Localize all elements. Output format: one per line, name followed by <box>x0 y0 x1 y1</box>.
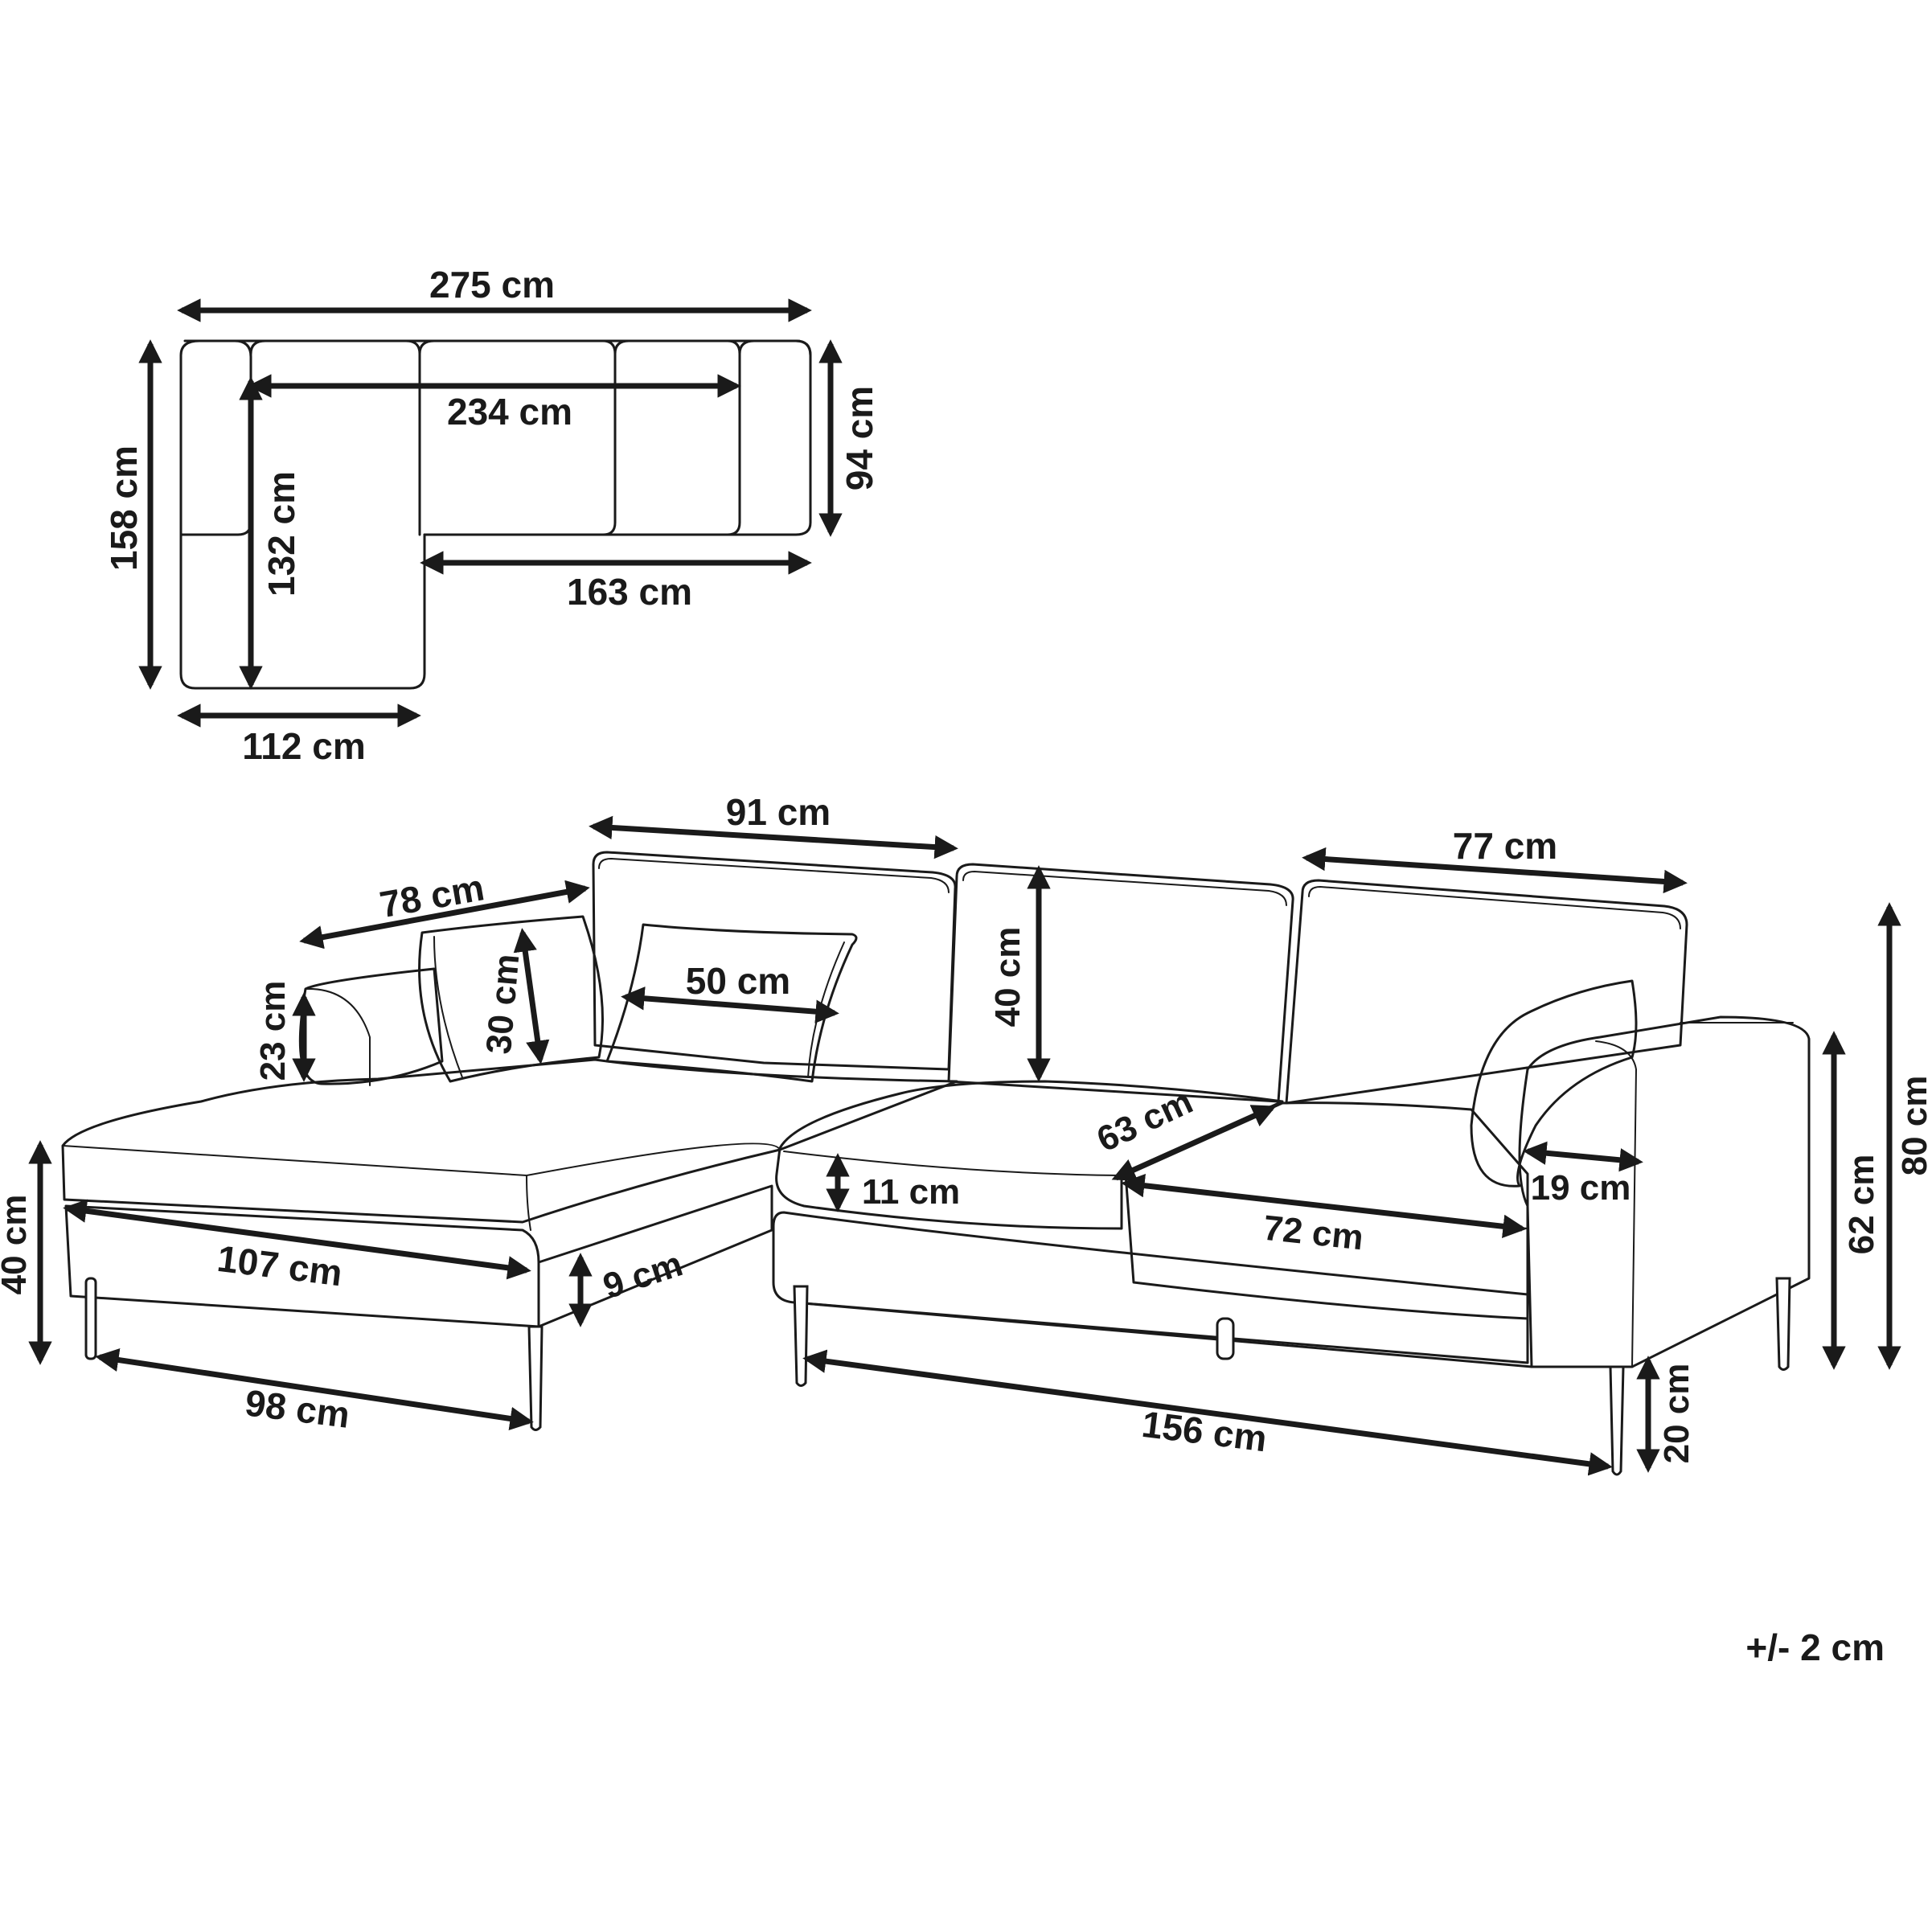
top-view-right-arm <box>738 339 812 357</box>
back-cushion-middle <box>947 863 1294 1103</box>
sofa-base-bottom <box>793 1301 1618 1368</box>
label-sofa-leg-span: 156 cm <box>1139 1403 1269 1460</box>
sofa-leg-center <box>1216 1317 1235 1360</box>
sofa-leg-front-left <box>793 1285 809 1387</box>
label-overall-depth: 158 cm <box>103 445 145 571</box>
sofa-leg-front-right <box>1609 1365 1625 1476</box>
label-sofa-depth: 94 cm <box>839 386 880 490</box>
dim-arrow-sofa-leg-span <box>802 1349 1613 1476</box>
pillow-center <box>605 923 858 1083</box>
dim-arrow-pillow-width <box>621 987 839 1023</box>
dim-arrow-chaise-leg-span <box>95 1347 534 1431</box>
right-arm-inner-line <box>1595 1040 1637 1368</box>
chaise-leg-front-right <box>527 1325 544 1431</box>
label-pillow-height: 30 cm <box>479 952 527 1056</box>
dim-arrow-back-cushion-top <box>589 815 958 859</box>
label-chaise-back-length: 78 cm <box>376 866 486 925</box>
top-view-dimensions: 275 cm 234 cm 158 cm 132 cm 94 cm 163 cm… <box>103 264 880 767</box>
label-back-cushion-top: 91 cm <box>726 791 831 833</box>
label-total-height: 80 cm <box>1895 1076 1932 1176</box>
top-view-plan <box>179 339 812 690</box>
label-armrest-height: 23 cm <box>253 981 293 1081</box>
dim-arrow-chaise-back-length <box>299 880 590 950</box>
dim-arrow-pillow-height <box>513 928 550 1064</box>
label-chaise-width: 112 cm <box>242 725 365 767</box>
pillow-left-edge <box>433 936 463 1078</box>
label-seat-width: 234 cm <box>447 391 572 433</box>
tolerance-note: +/- 2 cm <box>1745 1626 1885 1668</box>
middle-seat-cushion <box>775 1080 1284 1230</box>
label-chaise-base-thickness: 9 cm <box>598 1244 687 1306</box>
sofa-base <box>772 1211 1529 1364</box>
side-view-dimensions: 91 cm 78 cm 23 cm 30 cm 50 cm 40 cm 77 c… <box>0 791 1932 1476</box>
top-view-left-arm <box>179 339 252 536</box>
top-view-back-cushion-3 <box>613 339 741 536</box>
label-pillow-width: 50 cm <box>686 960 790 1002</box>
dim-arrow-seat-depth <box>1111 1105 1277 1181</box>
top-view-back-cushion-2 <box>418 339 617 536</box>
back-cushion-right <box>1285 879 1688 1105</box>
label-arm-height: 62 cm <box>1842 1155 1881 1255</box>
label-armrest-width: 19 cm <box>1531 1168 1631 1208</box>
label-seat-height: 40 cm <box>0 1195 34 1295</box>
label-overall-width: 275 cm <box>429 264 555 306</box>
chaise-seat-cushion <box>61 1058 958 1224</box>
back-cushion-left-piping <box>598 858 950 893</box>
chaise-leg-front-left <box>84 1277 97 1360</box>
label-back-cushion-height: 40 cm <box>988 927 1028 1028</box>
label-sofa-section-width: 163 cm <box>567 571 692 613</box>
chaise-base-right <box>537 1184 773 1328</box>
chaise-seat-front-edge <box>62 1142 781 1176</box>
chaise-left-arm-front <box>305 987 371 1086</box>
back-cushion-middle-piping <box>962 871 1287 906</box>
label-seat-width: 72 cm <box>1261 1208 1365 1258</box>
sofa-leg-back-right <box>1775 1277 1791 1371</box>
dim-arrow-chaise-length <box>63 1199 531 1280</box>
sofa-perspective-view <box>61 851 1811 1476</box>
dim-arrow-right-back-cushion-width <box>1302 847 1688 894</box>
right-seat-cushion <box>1124 1101 1529 1320</box>
label-leg-height: 20 cm <box>1657 1364 1696 1464</box>
label-seat-cushion-thickness: 11 cm <box>862 1172 960 1212</box>
dim-arrow-armrest-width <box>1523 1141 1643 1172</box>
label-chaise-seat-depth: 132 cm <box>260 471 302 597</box>
label-right-back-cushion-width: 77 cm <box>1453 825 1557 867</box>
right-arm <box>1518 1015 1811 1368</box>
dim-arrow-seat-width <box>1121 1174 1527 1238</box>
chaise-seat-side <box>526 1175 531 1231</box>
